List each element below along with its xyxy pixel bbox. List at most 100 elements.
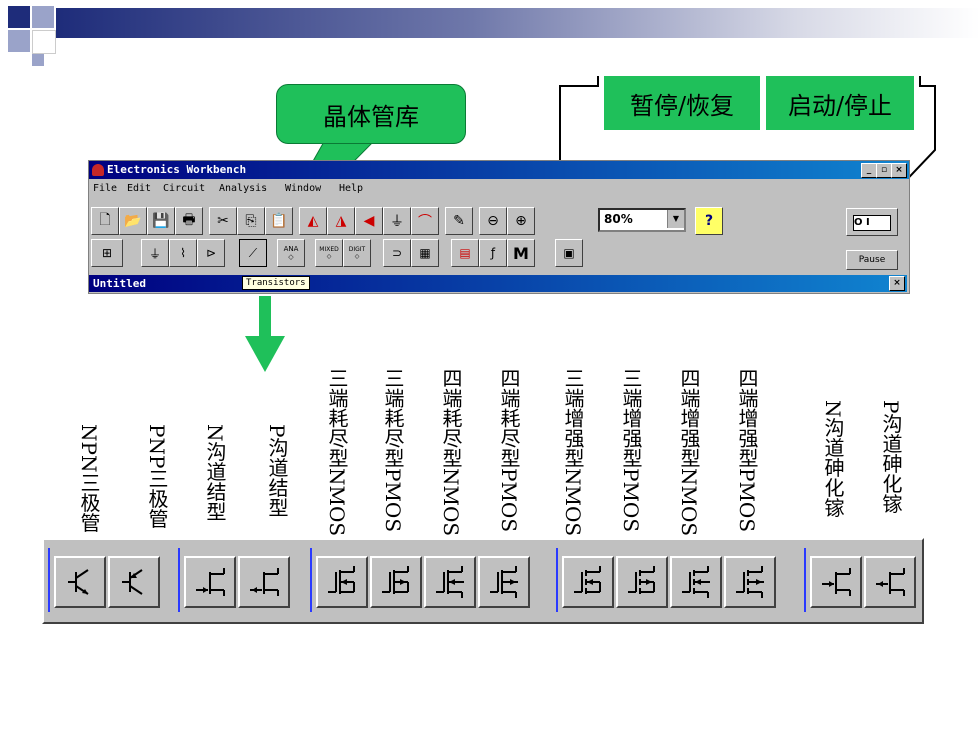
p-gaasfet-icon[interactable] [864, 556, 916, 608]
window-title: Electronics Workbench [107, 163, 247, 176]
menu-bar: File Edit Circuit Analysis Window Help [89, 180, 909, 198]
n-gaasfet-icon[interactable] [810, 556, 862, 608]
print-icon[interactable]: 🖶 [175, 207, 203, 235]
indicators-bin-icon[interactable]: ▤ [451, 239, 479, 267]
subwindow-title: Untitled [93, 277, 146, 290]
zoom-out-icon[interactable]: ⊖ [479, 207, 507, 235]
decor-square-2 [32, 6, 54, 28]
instruments-bin-icon[interactable]: ▣ [555, 239, 583, 267]
label-4t-depl-nmos: 四端耗尽型NMOS [439, 368, 463, 537]
app-icon [92, 164, 104, 176]
label-n-gaas: N沟道砷化镓 [821, 400, 845, 518]
menu-file[interactable]: File [93, 183, 118, 194]
4t-enhancement-pmos-icon[interactable] [724, 556, 776, 608]
label-4t-enh-pmos: 四端增强型PMOS [735, 368, 759, 533]
subcircuit-icon[interactable]: ⏚ [383, 207, 411, 235]
digit-label: DIGIT [348, 246, 366, 253]
zoom-select[interactable]: 80% ▼ [598, 208, 686, 232]
basic-bin-icon[interactable]: ⌇ [169, 239, 197, 267]
group-divider [804, 548, 806, 612]
save-icon[interactable]: 💾 [147, 207, 175, 235]
diodes-bin-icon[interactable]: ⊳ [197, 239, 225, 267]
pnp-transistor-icon[interactable] [108, 556, 160, 608]
label-p-gaas: P沟道砷化镓 [879, 400, 903, 514]
minimize-button[interactable]: _ [861, 163, 877, 178]
zoom-in-icon[interactable]: ⊕ [507, 207, 535, 235]
npn-transistor-icon[interactable] [54, 556, 106, 608]
cut-icon[interactable]: ✂ [209, 207, 237, 235]
mixed-ic-bin-icon[interactable]: MIXED◇ [315, 239, 343, 267]
ewb-window: Electronics Workbench _ ▫ × File Edit Ci… [88, 160, 910, 294]
decor-square-1 [8, 6, 30, 28]
4t-depletion-nmos-icon[interactable] [424, 556, 476, 608]
menu-analysis[interactable]: Analysis [219, 183, 268, 194]
header-gradient-bar [56, 8, 980, 38]
label-3t-enh-nmos: 三端增强型NMOS [561, 368, 585, 537]
help-button[interactable]: ? [695, 207, 723, 235]
label-3t-depl-pmos: 三端耗尽型PMOS [381, 368, 405, 533]
group-divider [310, 548, 312, 612]
menu-circuit[interactable]: Circuit [163, 183, 206, 194]
transistors-tooltip: Transistors [242, 276, 310, 290]
transistor-bin-callout: 晶体管库 [276, 84, 466, 144]
group-divider [556, 548, 558, 612]
label-4t-enh-nmos: 四端增强型NMOS [677, 368, 701, 537]
open-file-icon[interactable]: 📂 [119, 207, 147, 235]
3t-depletion-pmos-icon[interactable] [370, 556, 422, 608]
subwindow-close-button[interactable]: × [889, 276, 905, 291]
digital-ic-bin-icon[interactable]: DIGIT◇ [343, 239, 371, 267]
3t-enhancement-pmos-icon[interactable] [616, 556, 668, 608]
circuit-subwindow-titlebar: Untitled × [89, 275, 907, 292]
ana-label: ANA [283, 245, 299, 253]
menu-window[interactable]: Window [285, 183, 322, 194]
power-switch-label: O I [853, 215, 891, 231]
label-n-jfet: N沟道结型 [203, 424, 227, 522]
label-pnp: PNP三极管 [145, 424, 169, 529]
mixed-label: MIXED [319, 246, 339, 253]
3t-depletion-nmos-icon[interactable] [316, 556, 368, 608]
label-npn: NPN三极管 [77, 424, 101, 533]
description-icon[interactable]: ✎ [445, 207, 473, 235]
start-stop-callout: 启动/停止 [766, 76, 914, 130]
label-3t-depl-nmos: 三端耗尽型NMOS [325, 368, 349, 537]
rotate-icon[interactable]: ◭ [299, 207, 327, 235]
transistors-bin-icon[interactable]: ⟋ [239, 239, 267, 267]
zoom-value: 80% [604, 212, 633, 226]
group-divider [178, 548, 180, 612]
close-button[interactable]: × [891, 163, 907, 178]
sources-bin-icon[interactable]: ⏚ [141, 239, 169, 267]
transistor-parts-bin [42, 538, 924, 624]
p-jfet-icon[interactable] [238, 556, 290, 608]
label-3t-enh-pmos: 三端增强型PMOS [619, 368, 643, 533]
analog-ic-bin-icon[interactable]: ANA◇ [277, 239, 305, 267]
3t-enhancement-nmos-icon[interactable] [562, 556, 614, 608]
graph-icon[interactable]: ⌒ [411, 207, 439, 235]
group-divider [48, 548, 50, 612]
menu-help[interactable]: Help [339, 183, 364, 194]
maximize-button[interactable]: ▫ [876, 163, 892, 178]
flip-icon[interactable]: ◮ [327, 207, 355, 235]
decor-square-4 [32, 30, 56, 54]
flip-vertical-icon[interactable]: ◀ [355, 207, 383, 235]
digital-bin-icon[interactable]: ▦ [411, 239, 439, 267]
decor-square-3 [8, 30, 30, 52]
copy-icon[interactable]: ⎘ [237, 207, 265, 235]
decor-square-5 [32, 54, 44, 66]
miscellaneous-bin-icon[interactable]: M [507, 239, 535, 267]
favorites-bin-icon[interactable]: ⊞ [91, 239, 123, 267]
pause-button[interactable]: Pause [846, 250, 898, 270]
n-jfet-icon[interactable] [184, 556, 236, 608]
logic-gates-bin-icon[interactable]: ⊃ [383, 239, 411, 267]
controls-bin-icon[interactable]: ƒ [479, 239, 507, 267]
pause-resume-callout: 暂停/恢复 [604, 76, 760, 130]
4t-depletion-pmos-icon[interactable] [478, 556, 530, 608]
label-p-jfet: P沟道结型 [265, 424, 289, 518]
title-bar: Electronics Workbench _ ▫ × [89, 161, 909, 179]
menu-edit[interactable]: Edit [127, 183, 152, 194]
4t-enhancement-nmos-icon[interactable] [670, 556, 722, 608]
label-4t-depl-pmos: 四端耗尽型PMOS [497, 368, 521, 533]
paste-icon[interactable]: 📋 [265, 207, 293, 235]
new-file-icon[interactable]: 🗋 [91, 207, 119, 235]
power-switch[interactable]: O I [846, 208, 898, 236]
chevron-down-icon[interactable]: ▼ [667, 210, 684, 228]
